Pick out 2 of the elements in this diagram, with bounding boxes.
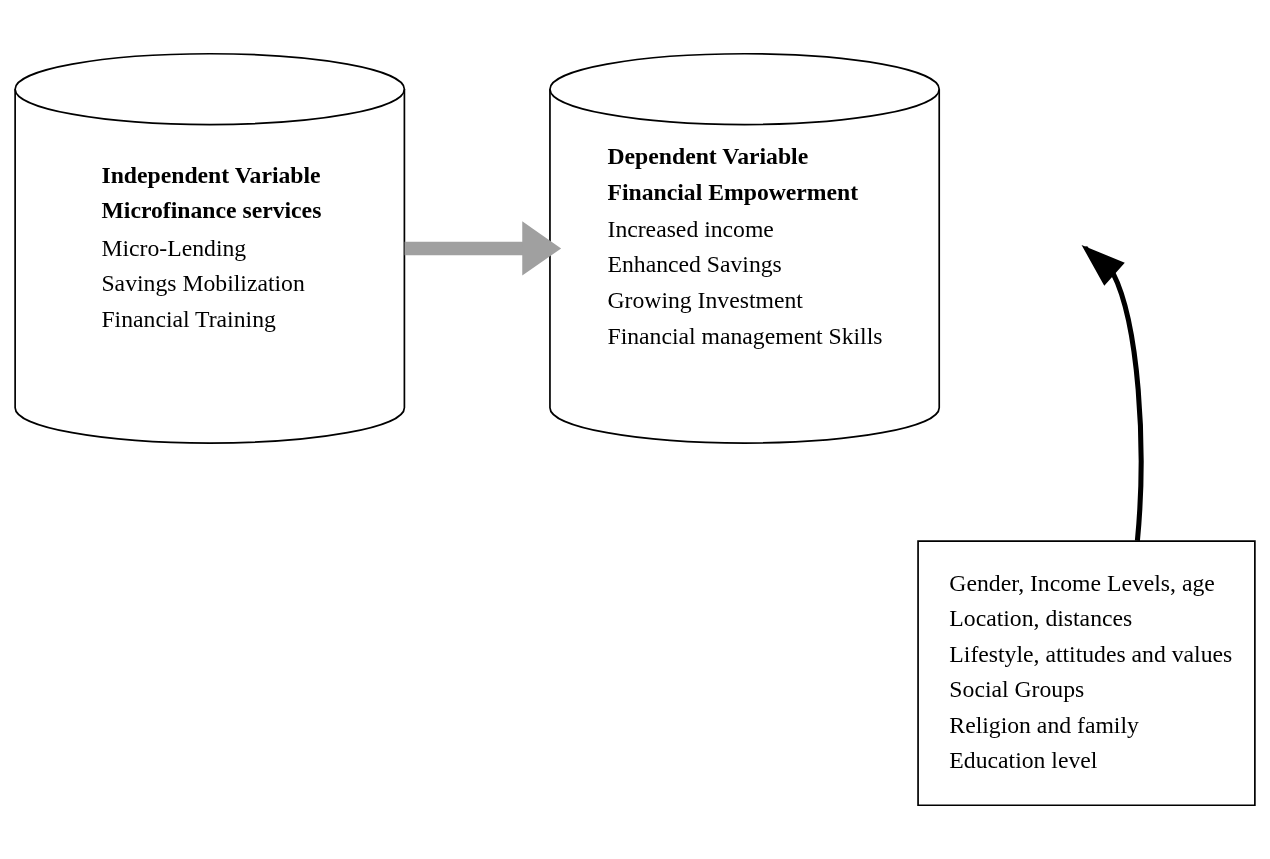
arrow — [404, 221, 562, 276]
node-box: Gender, Income Levels, age Location, distances Lifestyle, attitudes and values Social Groups Religion and family Education level — [917, 540, 1256, 807]
